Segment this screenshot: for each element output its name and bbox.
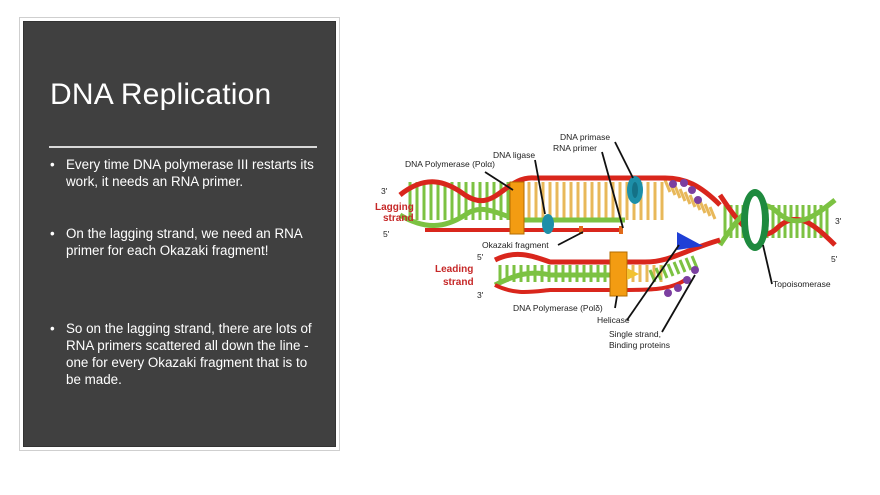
bullet-item: • So on the lagging strand, there are lo… (50, 320, 318, 388)
base-pair-rung (678, 188, 687, 202)
base-pair-rung (666, 263, 675, 277)
label-ssb-2: Binding proteins (609, 340, 670, 350)
base-pair-rung (672, 261, 681, 275)
base-pair-rung (698, 200, 707, 214)
slide-title: DNA Replication (50, 78, 272, 111)
bullet-text: On the lagging strand, we need an RNA pr… (66, 226, 302, 258)
callout-lines (484, 141, 773, 333)
base-pair-rung (678, 259, 687, 273)
base-pair-rung (673, 185, 682, 199)
label-leading-strand-2: strand (443, 277, 474, 288)
label-lagging-strand-2: strand (383, 213, 414, 224)
helicase (677, 232, 703, 250)
base-pair-rung (663, 179, 672, 193)
base-pair-rung (703, 203, 712, 217)
topoisomerase-inner (748, 196, 762, 244)
dna-polymerase-alpha (509, 181, 525, 235)
base-pair-rung (708, 206, 717, 220)
base-pair-rung (684, 257, 693, 271)
slide-text-panel (23, 21, 336, 447)
label-lagging-strand: Lagging (375, 202, 414, 213)
dna-primase-inner (632, 182, 638, 198)
bullet-item: • On the lagging strand, we need an RNA … (50, 225, 318, 259)
leading-template-red (493, 237, 721, 265)
bullet-text: Every time DNA polymerase III restarts i… (66, 157, 314, 189)
okazaki-marker (579, 226, 583, 234)
end-lead-bottom: 3' (477, 290, 484, 300)
bullet-dot: • (50, 157, 55, 172)
label-topoisomerase: Topoisomerase (773, 279, 831, 289)
leading-new-green (493, 270, 615, 288)
label-leading-strand: Leading (435, 264, 473, 275)
parental-strand-green (717, 198, 837, 247)
end-lag-bottom: 5' (383, 229, 390, 239)
title-divider (49, 146, 317, 148)
label-dna-ligase: DNA ligase (493, 150, 535, 160)
end-lag-top: 3' (381, 186, 388, 196)
label-okazaki-fragment: Okazaki fragment (482, 240, 549, 250)
bullet-text: So on the lagging strand, there are lots… (66, 321, 312, 387)
dna-polymerase-delta (609, 251, 628, 297)
base-pair-rung (683, 191, 692, 205)
leading-direction-arrow (627, 268, 639, 280)
dna-ligase (542, 214, 554, 234)
dna-replication-diagram: DNA primase RNA primer DNA ligase DNA Po… (375, 132, 842, 350)
end-right-top: 3' (835, 216, 842, 226)
bullet-dot: • (50, 226, 55, 241)
single-strand-binding-proteins (664, 179, 702, 297)
label-dna-polymerase-alpha: DNA Polymerase (Polα) (405, 159, 495, 169)
base-pair-rung (688, 194, 697, 208)
label-dna-primase: DNA primase (560, 132, 610, 142)
okazaki-marker (619, 226, 623, 234)
bullet-dot: • (50, 321, 55, 336)
label-rna-primer: RNA primer (553, 143, 597, 153)
label-ssb-1: Single strand, (609, 329, 661, 339)
label-helicase: Helicase (597, 315, 630, 325)
bullet-item: • Every time DNA polymerase III restarts… (50, 156, 318, 190)
lagging-template-red (398, 175, 722, 207)
end-right-bottom: 5' (831, 254, 838, 264)
label-dna-polymerase-delta: DNA Polymerase (Polδ) (513, 303, 603, 313)
base-pair-rung (690, 255, 699, 269)
end-lead-top: 5' (477, 252, 484, 262)
